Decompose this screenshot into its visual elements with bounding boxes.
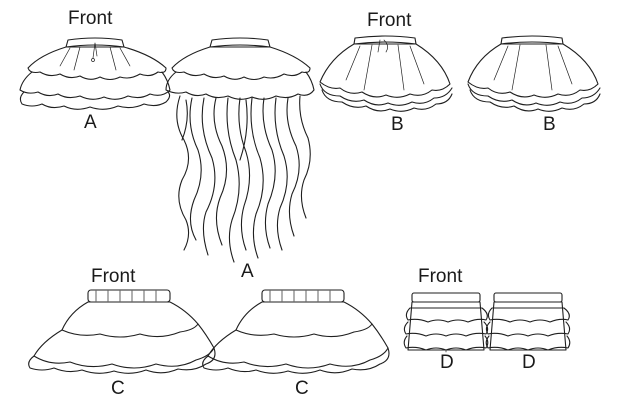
view-label-a-back: A bbox=[241, 261, 254, 282]
skirt-a-back-with-streamers bbox=[165, 37, 315, 263]
view-label-b-front: B bbox=[391, 114, 404, 135]
elastic-waistband bbox=[87, 289, 171, 303]
ruffle-row-3 bbox=[485, 335, 571, 351]
shorts-d-front bbox=[403, 292, 489, 353]
ruffle-row-2 bbox=[403, 321, 489, 337]
tie-bead bbox=[91, 58, 95, 62]
waistband bbox=[493, 292, 563, 303]
petticoat-c-front bbox=[28, 289, 216, 374]
waistband bbox=[411, 292, 481, 303]
gathers bbox=[345, 44, 425, 91]
ribbon-streamers bbox=[176, 95, 311, 263]
skirt-b-back bbox=[467, 35, 601, 112]
front-label-d: Front bbox=[418, 266, 463, 287]
petticoat-c-back bbox=[202, 289, 390, 374]
view-label-a-front: A bbox=[84, 112, 97, 133]
view-label-b-back: B bbox=[543, 114, 556, 135]
ruffle-hem bbox=[28, 347, 216, 374]
front-label-b: Front bbox=[367, 10, 412, 31]
lower-tier bbox=[207, 323, 389, 369]
bow bbox=[377, 39, 388, 53]
waistband-shirring bbox=[269, 290, 331, 302]
ruffle-row-1 bbox=[487, 307, 570, 323]
view-label-c-front: C bbox=[111, 378, 125, 399]
shorts-base bbox=[489, 301, 567, 351]
waistband bbox=[65, 37, 125, 48]
tier-1 bbox=[171, 46, 311, 81]
view-label-c-back: C bbox=[295, 378, 309, 399]
ruffle-row-1 bbox=[405, 307, 488, 323]
waistband bbox=[353, 35, 417, 45]
ruffle-hem bbox=[202, 347, 390, 374]
waistband-shirring bbox=[95, 290, 157, 302]
upper-tier bbox=[61, 301, 199, 338]
shorts-d-back bbox=[485, 292, 571, 351]
tier-1 bbox=[27, 46, 167, 81]
front-label-c: Front bbox=[91, 266, 136, 287]
view-label-d-back: D bbox=[522, 352, 536, 373]
waistband bbox=[500, 35, 564, 45]
tier-2 bbox=[19, 71, 171, 100]
waistband bbox=[209, 37, 271, 48]
tier-3 bbox=[19, 91, 171, 110]
hem-band-1 bbox=[319, 83, 453, 106]
shorts-base bbox=[407, 301, 485, 351]
elastic-waistband bbox=[261, 289, 345, 303]
hem-band-1 bbox=[467, 83, 601, 106]
hem-band-2 bbox=[321, 89, 453, 112]
skirt-body bbox=[467, 43, 599, 98]
skirt-a-front bbox=[19, 37, 171, 110]
gathers bbox=[59, 46, 131, 71]
front-label-a: Front bbox=[68, 8, 113, 29]
skirt-body bbox=[319, 43, 451, 98]
upper-tier bbox=[235, 301, 373, 338]
hem-band-2 bbox=[469, 89, 601, 112]
ruffle-row-2 bbox=[485, 321, 571, 337]
view-label-d-front: D bbox=[440, 352, 454, 373]
tie-cord bbox=[92, 42, 98, 59]
ruffle-row-3 bbox=[403, 335, 489, 351]
gathers bbox=[493, 44, 573, 91]
skirt-b-front bbox=[319, 35, 453, 112]
